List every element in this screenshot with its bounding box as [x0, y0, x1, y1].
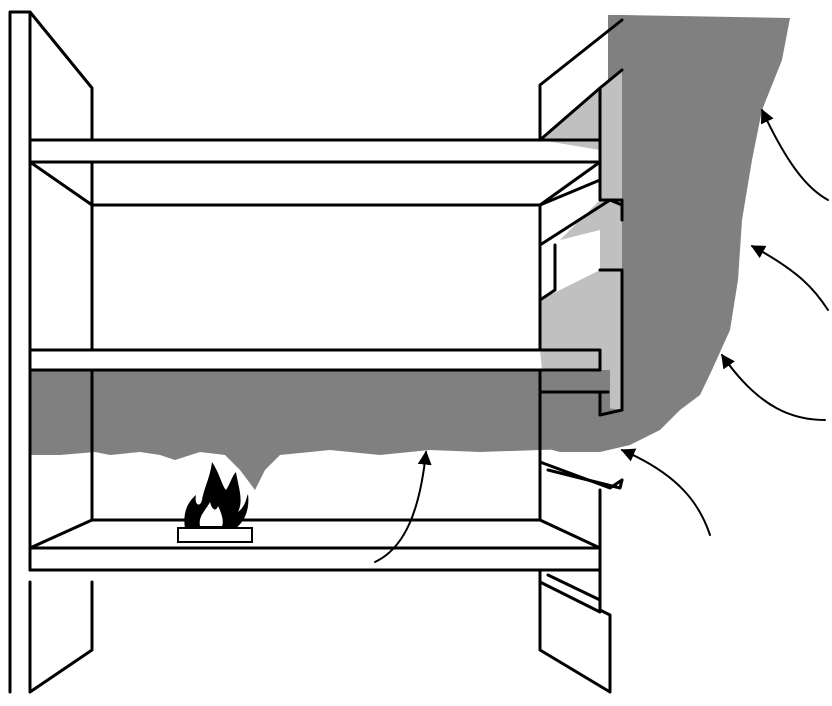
upper-room-frame [28, 160, 602, 372]
lower-slab [28, 398, 624, 572]
right-facade-upper [538, 18, 624, 417]
arrow-icon [374, 450, 432, 563]
fire-room-frame [28, 368, 602, 550]
left-wall [8, 10, 94, 694]
arrow-icon [620, 448, 711, 536]
interior-smoke-layer [30, 370, 610, 490]
fire-icon [177, 462, 253, 543]
right-facade-lower [538, 468, 624, 694]
arrow-icon [760, 108, 829, 201]
balcony-smoke-light [540, 70, 622, 410]
upper-slab [28, 138, 602, 164]
arrow-icon [721, 353, 826, 421]
arrow-icon [750, 245, 829, 311]
exterior-smoke-plume [540, 15, 790, 452]
